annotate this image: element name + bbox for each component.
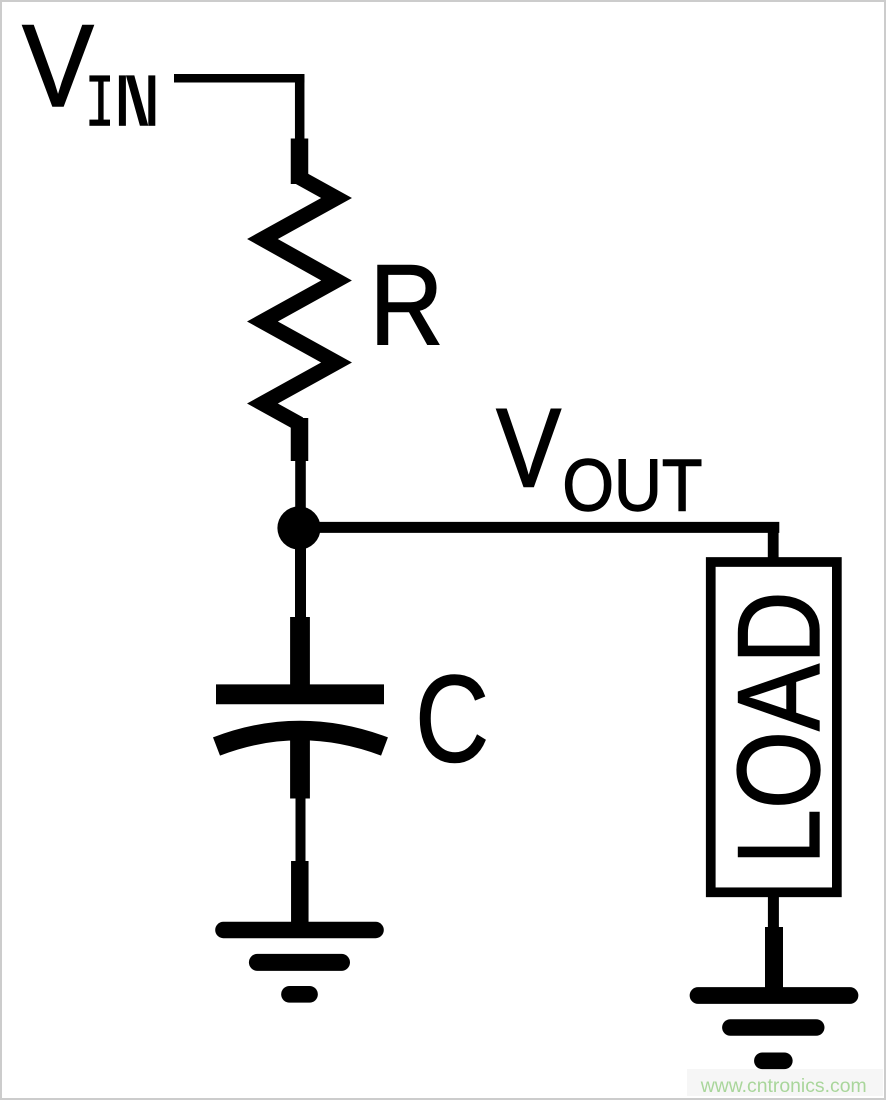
svg-text:V: V — [496, 384, 561, 510]
svg-text:LOAD: LOAD — [713, 591, 844, 865]
svg-text:www.cntronics.com: www.cntronics.com — [700, 1075, 867, 1097]
svg-text:V: V — [22, 0, 94, 131]
svg-text:OUT: OUT — [562, 444, 702, 526]
svg-text:R: R — [370, 242, 444, 369]
svg-text:C: C — [415, 651, 489, 788]
